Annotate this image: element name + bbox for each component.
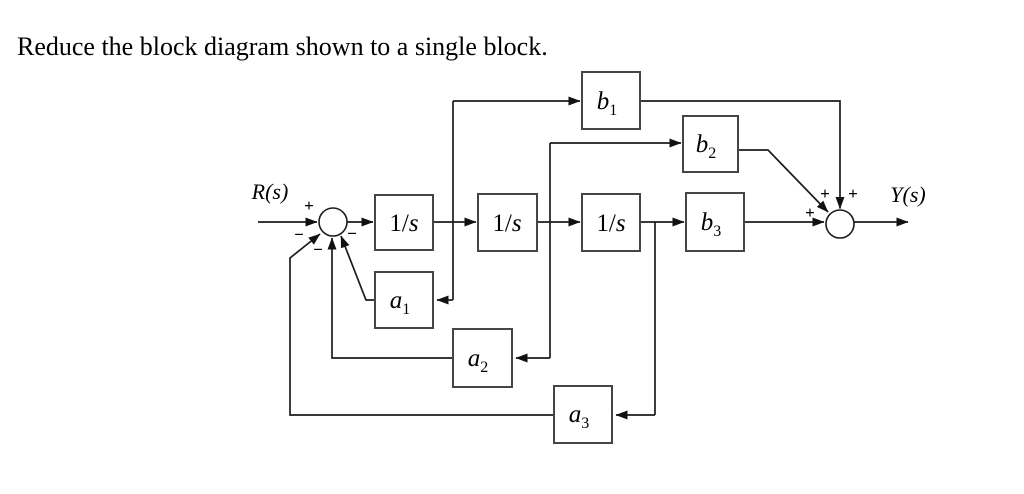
plus-sign-input: + (304, 196, 314, 215)
minus-sign-a3: − (294, 225, 304, 244)
b1-box (581, 71, 641, 130)
block-a1: a1 (374, 271, 434, 329)
input-signal-label: R(s) (251, 179, 289, 204)
a3-box (553, 385, 613, 444)
b2-output-line (738, 149, 829, 213)
integrator2-label: 1/s (492, 210, 521, 237)
a3-label: a3 (569, 401, 590, 432)
plus-sign-b2: + (820, 184, 830, 203)
integrator3-box (581, 193, 641, 252)
block-b3: b3 (685, 192, 745, 252)
summing-junction-input (318, 207, 348, 237)
b3-box (685, 192, 745, 252)
plus-sign-b3: + (805, 203, 815, 222)
minus-sign-a1: − (347, 224, 357, 243)
block-integrator-3: 1/s (581, 193, 641, 252)
summing-junction-output (825, 209, 855, 239)
integrator1-label: 1/s (389, 210, 418, 237)
a2-box (452, 328, 513, 388)
b2-label: b2 (696, 131, 717, 162)
a3-return-line (289, 233, 554, 416)
plus-sign-b1: + (848, 184, 858, 203)
b1-output-line (640, 100, 845, 209)
block-b2: b2 (682, 115, 739, 173)
block-integrator-2: 1/s (477, 193, 538, 252)
a1-box (374, 271, 434, 329)
page-title: Reduce the block diagram shown to a sing… (17, 32, 548, 61)
block-a3: a3 (553, 385, 613, 444)
integrator2-box (477, 193, 538, 252)
a2-label: a2 (468, 345, 489, 376)
b1-label: b1 (597, 88, 618, 119)
integrator3-label: 1/s (596, 210, 625, 237)
a1-return-line (340, 235, 375, 301)
b3-label: b3 (701, 209, 722, 240)
b2-box (682, 115, 739, 173)
a1-label: a1 (390, 287, 411, 318)
block-b1: b1 (581, 71, 641, 130)
integrator1-box (374, 194, 434, 251)
minus-sign-a2: − (313, 240, 323, 259)
output-signal-label: Y(s) (890, 182, 925, 207)
block-a2: a2 (452, 328, 513, 388)
a2-return-line (327, 237, 453, 359)
block-integrator-1: 1/s (374, 194, 434, 251)
